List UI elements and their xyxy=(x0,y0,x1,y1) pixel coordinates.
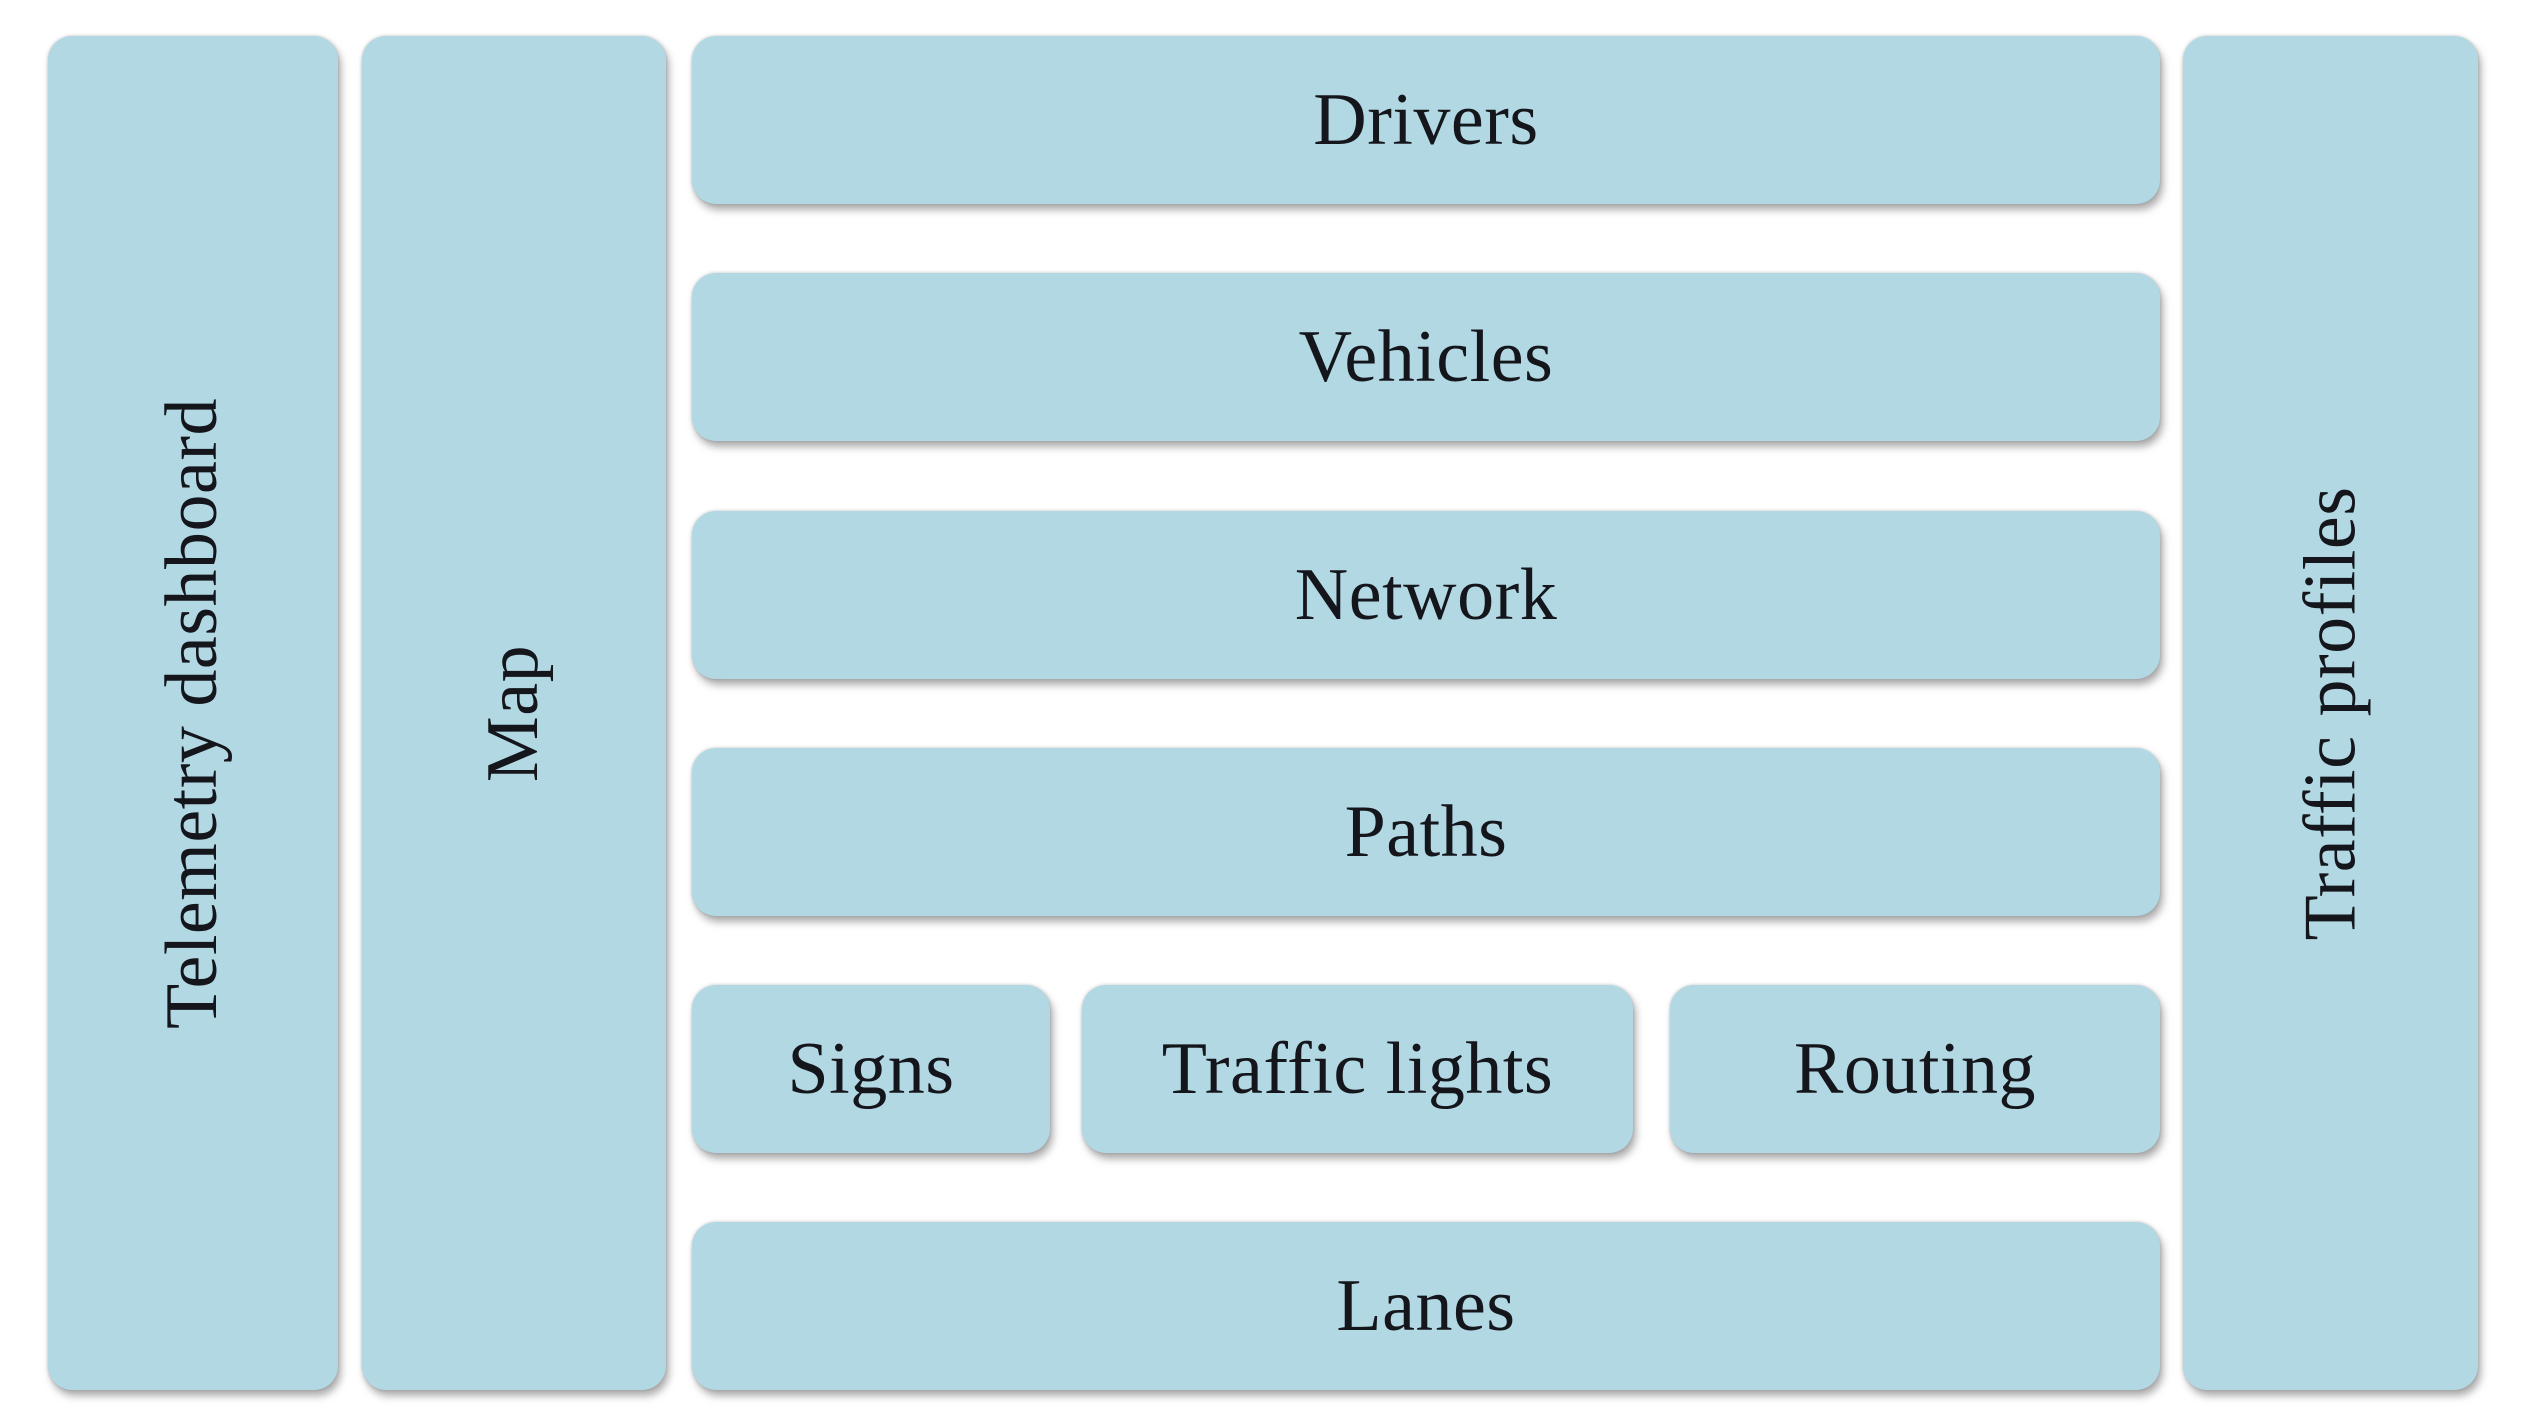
block-signs: Signs xyxy=(692,985,1050,1153)
block-traffic-lights-label: Traffic lights xyxy=(1161,1027,1554,1110)
central-stack: Drivers Vehicles Network Paths Signs Tra… xyxy=(692,36,2160,1390)
block-routing: Routing xyxy=(1670,985,2160,1153)
block-telemetry-dashboard: Telemetry dashboard xyxy=(48,36,338,1390)
block-lanes-label: Lanes xyxy=(1336,1264,1516,1347)
block-signs-label: Signs xyxy=(787,1027,955,1110)
block-paths: Paths xyxy=(692,748,2160,916)
block-network-label: Network xyxy=(1294,553,1558,636)
block-map-label: Map xyxy=(472,644,555,782)
block-vehicles: Vehicles xyxy=(692,273,2160,441)
block-network: Network xyxy=(692,511,2160,679)
block-traffic-lights: Traffic lights xyxy=(1082,985,1633,1153)
block-vehicles-label: Vehicles xyxy=(1298,315,1554,398)
block-telemetry-dashboard-label: Telemetry dashboard xyxy=(151,397,234,1029)
block-lanes: Lanes xyxy=(692,1222,2160,1390)
block-drivers: Drivers xyxy=(692,36,2160,204)
block-traffic-profiles-label: Traffic profiles xyxy=(2289,486,2371,940)
block-paths-label: Paths xyxy=(1344,790,1508,873)
block-drivers-label: Drivers xyxy=(1313,78,1539,161)
block-traffic-profiles: Traffic profiles xyxy=(2183,36,2478,1390)
block-map: Map xyxy=(362,36,666,1390)
block-routing-label: Routing xyxy=(1794,1027,2036,1110)
